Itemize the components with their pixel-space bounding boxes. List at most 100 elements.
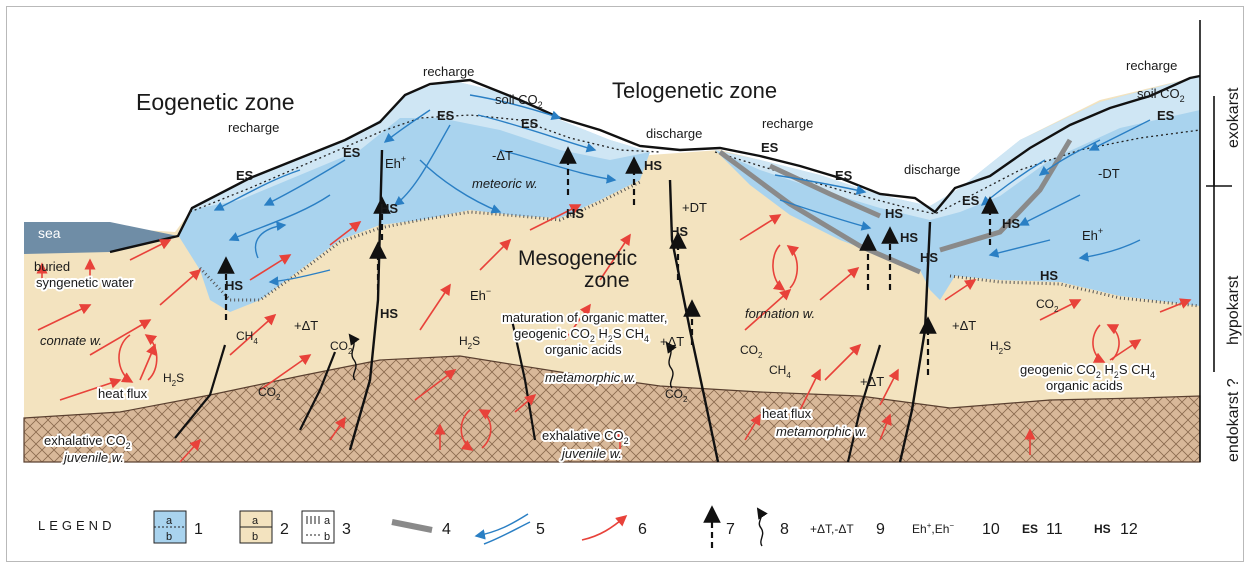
legend-grey-bar xyxy=(391,519,433,533)
legend-a: a xyxy=(252,515,259,527)
soil-co2-label-2: soil CO2 xyxy=(1137,86,1185,104)
legend-b: b xyxy=(252,531,258,543)
hypokarst-label: hypokarst xyxy=(1225,275,1242,345)
es-label: ES xyxy=(236,168,254,183)
legend-item-6: 6 xyxy=(581,514,647,541)
sea-body xyxy=(24,222,178,254)
hs-label: HS xyxy=(380,201,398,216)
es-label: ES xyxy=(521,116,539,131)
plus-dt-label: +DT xyxy=(682,200,707,215)
discharge-label-2: discharge xyxy=(904,162,960,177)
maturation-label-1: maturation of organic matter, xyxy=(502,310,667,325)
legend-red-arrow xyxy=(581,514,628,541)
gas-wavy-arrows xyxy=(348,333,677,389)
co2-label: CO2 xyxy=(665,387,688,404)
plus-delta-t-label: +ΔT xyxy=(294,318,318,333)
legend-number: 9 xyxy=(876,521,885,538)
legend-hatch-symbol xyxy=(306,516,320,524)
eogenetic-zone-title: Eogenetic zone xyxy=(136,89,295,115)
co2-label: CO2 xyxy=(258,385,281,402)
mesogenetic-zone-title-line1: Mesogenetic xyxy=(518,247,637,270)
hs-label: HS xyxy=(644,158,662,173)
geogenic-gases-label: geogenic CO2 H2S CH4 xyxy=(1020,362,1155,380)
es-label: ES xyxy=(962,193,980,208)
metamorphic-water-label-1: metamorphic w. xyxy=(545,370,636,385)
legend-b: b xyxy=(324,531,330,543)
legend-a: a xyxy=(324,515,331,527)
legend-number: 1 xyxy=(194,521,203,538)
legend-number: 10 xyxy=(982,521,1000,538)
co2-label: CO2 xyxy=(1036,297,1059,314)
minus-delta-t-label: -ΔT xyxy=(492,148,513,163)
eh-plus-label: Eh+ xyxy=(385,154,406,171)
eh-plus-label-right: Eh+ xyxy=(1082,226,1103,243)
heat-flux-label-2: heat flux xyxy=(762,406,812,421)
legend-eh-symbol: Eh+,Eh− xyxy=(912,521,954,536)
fault-6 xyxy=(846,344,882,463)
ch4-label: CH4 xyxy=(769,363,791,380)
legend-number: 3 xyxy=(342,521,351,538)
exokarst-label: exokarst xyxy=(1225,87,1242,148)
es-label: ES xyxy=(437,108,455,123)
hs-label: HS xyxy=(1002,216,1020,231)
legend-b: b xyxy=(166,531,172,543)
plus-delta-t-label: +ΔT xyxy=(860,374,884,389)
legend-item-8: 8 xyxy=(756,507,789,547)
fault-3 xyxy=(348,149,384,451)
legend-wavy-arrow xyxy=(756,507,768,547)
legend-number: 11 xyxy=(1046,521,1063,538)
discharge-label-1: discharge xyxy=(646,126,702,141)
hs-label: HS xyxy=(566,206,584,221)
organic-acids-label-2: organic acids xyxy=(1046,378,1123,393)
legend-item-5: 5 xyxy=(474,513,545,545)
minus-dt-label: -DT xyxy=(1098,166,1120,181)
legend-es-symbol: ES xyxy=(1022,522,1038,536)
legend-number: 4 xyxy=(442,521,451,538)
co2-label: CO2 xyxy=(740,343,763,360)
endokarst-label: endokarst ? xyxy=(1225,378,1242,462)
legend-number: 6 xyxy=(638,521,647,538)
telogenetic-zone-title: Telogenetic zone xyxy=(612,78,777,103)
juvenile-water-label-2: juvenile w. xyxy=(560,446,622,461)
recharge-label-2: recharge xyxy=(228,120,279,135)
es-label: ES xyxy=(835,168,853,183)
legend-blue-line xyxy=(483,521,531,545)
heat-flux-arrows xyxy=(36,204,1192,463)
legend-number: 12 xyxy=(1120,521,1138,538)
hs-label: HS xyxy=(670,224,688,239)
legend-blue-arrow xyxy=(474,513,529,540)
recharge-label-4: recharge xyxy=(1126,58,1177,73)
buried-water-label-1: buried xyxy=(34,259,70,274)
recharge-label-3: recharge xyxy=(762,116,813,131)
legend-item-2: a b 2 xyxy=(239,510,289,544)
fault-2 xyxy=(299,351,337,431)
fault-4 xyxy=(510,319,537,441)
vadose-band-right xyxy=(715,76,1200,220)
heat-flux-label-1: heat flux xyxy=(98,386,148,401)
fault-5 xyxy=(668,179,720,463)
legend-item-3: a b 3 xyxy=(301,510,351,544)
legend-number: 5 xyxy=(536,521,545,538)
plus-delta-t-label: +ΔT xyxy=(952,318,976,333)
meteoric-flow-arrows xyxy=(213,94,1151,287)
hs-label: HS xyxy=(225,278,243,293)
formation-water-body xyxy=(24,76,1200,462)
upflow-dashed-arrows xyxy=(217,146,999,375)
legend-number: 2 xyxy=(280,521,289,538)
hs-label: HS xyxy=(885,206,903,221)
formation-water-label: formation w. xyxy=(745,306,815,321)
es-label: ES xyxy=(343,145,361,160)
recharge-label-1: recharge xyxy=(423,64,474,79)
hs-label: HS xyxy=(900,230,918,245)
metamorphic-water-label-2: metamorphic w. xyxy=(776,424,867,439)
sea-label: sea xyxy=(38,225,61,241)
juvenile-water-label-1: juvenile w. xyxy=(62,450,124,465)
legend-item-4: 4 xyxy=(391,519,451,538)
mixing-front-left xyxy=(198,180,641,302)
land-surface xyxy=(109,74,1201,254)
legend-hs-symbol: HS xyxy=(1094,522,1111,536)
legend-title: LEGEND xyxy=(38,518,115,533)
legend-item-1: a b 1 xyxy=(153,510,203,544)
legend-item-10: Eh+,Eh− 10 xyxy=(912,521,1000,538)
fault-7 xyxy=(898,221,932,463)
